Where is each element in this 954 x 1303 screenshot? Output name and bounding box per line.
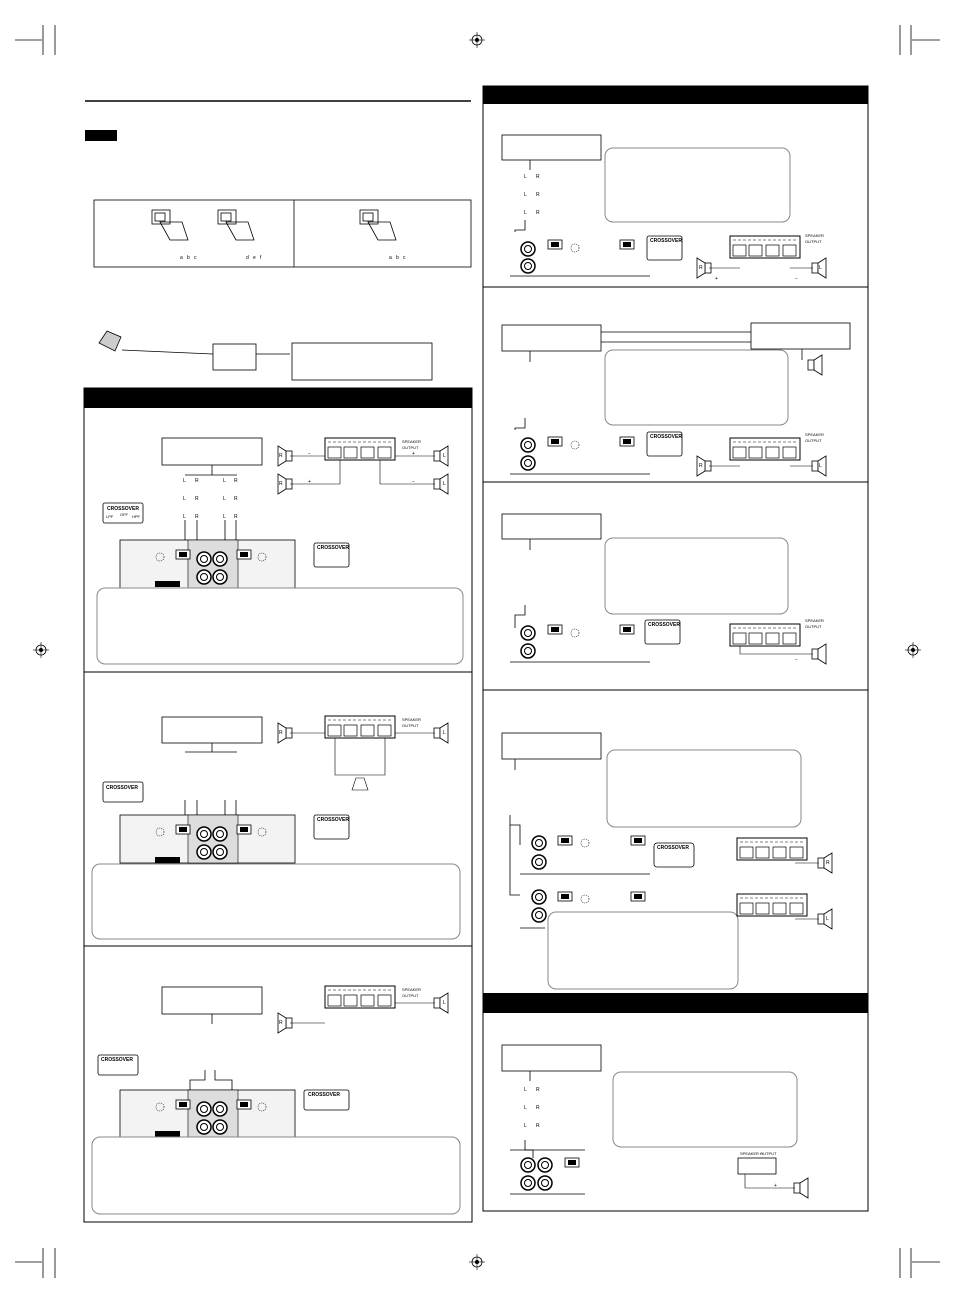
terminal-minus-2: − (412, 479, 415, 485)
speaker-l-label-7: L (826, 916, 829, 922)
terminal-plus-2: + (308, 479, 311, 485)
rca-l-r4: L (524, 1087, 527, 1093)
speaker-output-label-4a: SPEAKER (805, 233, 824, 238)
speaker-r-label-3: R (279, 730, 283, 736)
rca-l-1: L (183, 478, 186, 484)
terminal-plus-1: + (412, 451, 415, 457)
crossover-title-3: CROSSOVER (106, 785, 138, 791)
rca-l-r1: L (524, 174, 527, 180)
rca-l-5: L (183, 514, 186, 520)
crossover-title-4: CROSSOVER (317, 817, 349, 823)
rca-l-6: L (223, 514, 226, 520)
speaker-l-label-2: L (443, 481, 446, 487)
speaker-r-label-1: R (279, 453, 283, 459)
rca-r-6: R (234, 514, 238, 520)
terminal-minus-1: − (308, 451, 311, 457)
rca-l-r6: L (524, 1123, 527, 1129)
connector-label-b: b (187, 255, 190, 261)
speaker-output-label-6a: SPEAKER (805, 618, 824, 623)
speaker-output-label-5a: SPEAKER (805, 432, 824, 437)
speaker-output-label-1b: OUTPUT (402, 445, 419, 450)
rca-r-3: R (195, 496, 199, 502)
rca-r-r3: R (536, 210, 540, 216)
crossover-title-5: CROSSOVER (101, 1057, 133, 1063)
speaker-r-label-5: R (699, 265, 703, 271)
connector-label-d: d (246, 255, 249, 261)
speaker-r-label-2: R (279, 481, 283, 487)
speaker-output-label-2a: SPEAKER (402, 717, 421, 722)
connector-label-b2: b (396, 255, 399, 261)
speaker-r-label-7: R (826, 860, 830, 866)
speaker-output-label-5b: OUTPUT (805, 438, 822, 443)
connector-label-a: a (180, 255, 183, 261)
crossover-title-2: CROSSOVER (317, 545, 349, 551)
connector-label-c: c (194, 255, 197, 261)
speaker-l-label-3: L (443, 730, 446, 736)
speaker-r-label-4: R (279, 1020, 283, 1026)
terminal-minus-4: − (795, 657, 798, 663)
rca-r-2: R (234, 478, 238, 484)
rca-r-r5: R (536, 1105, 540, 1111)
terminal-plus-3: + (715, 276, 718, 282)
speaker-output-label-4b: OUTPUT (805, 239, 822, 244)
crossover-hpf: HPF (132, 514, 140, 519)
speaker-l-label-4: L (443, 1000, 446, 1006)
speaker-output-label-2b: OUTPUT (402, 723, 419, 728)
rca-r-5: R (195, 514, 199, 520)
rca-r-r4: R (536, 1087, 540, 1093)
terminal-plus-5: + (774, 1183, 777, 1189)
speaker-output-label-3a: SPEAKER (402, 987, 421, 992)
rca-l-r5: L (524, 1105, 527, 1111)
crossover-title-9: CROSSOVER (648, 622, 680, 628)
terminal-minus-5: − (760, 1151, 763, 1157)
speaker-l-label-6: L (819, 463, 822, 469)
connector-label-f: f (260, 255, 262, 261)
terminal-minus-3: − (795, 276, 798, 282)
crossover-off: OFF (120, 512, 128, 517)
speaker-output-label-6b: OUTPUT (805, 624, 822, 629)
rca-r-r6: R (536, 1123, 540, 1129)
rca-r-4: R (234, 496, 238, 502)
rca-l-3: L (183, 496, 186, 502)
speaker-r-label-6: R (699, 463, 703, 469)
rca-l-4: L (223, 496, 226, 502)
connector-label-a2: a (389, 255, 392, 261)
rca-r-1: R (195, 478, 199, 484)
rca-l-r3: L (524, 210, 527, 216)
rca-r-r2: R (536, 192, 540, 198)
crossover-title-7: CROSSOVER (650, 238, 682, 244)
speaker-l-label-1: L (443, 453, 446, 459)
speaker-output-label-3b: OUTPUT (402, 993, 419, 998)
speaker-output-label-7: SPEAKER OUTPUT (740, 1151, 777, 1156)
connector-label-c2: c (403, 255, 406, 261)
speaker-output-label-1a: SPEAKER (402, 439, 421, 444)
crossover-title-6: CROSSOVER (308, 1092, 340, 1098)
rca-l-r2: L (524, 192, 527, 198)
crossover-title-10: CROSSOVER (657, 845, 689, 851)
rca-r-r1: R (536, 174, 540, 180)
rca-l-2: L (223, 478, 226, 484)
crossover-title: CROSSOVER (107, 506, 139, 512)
speaker-l-label-5: L (819, 265, 822, 271)
crossover-title-8: CROSSOVER (650, 434, 682, 440)
connector-label-e: e (253, 255, 256, 261)
crossover-lpf: LPF (106, 514, 114, 519)
